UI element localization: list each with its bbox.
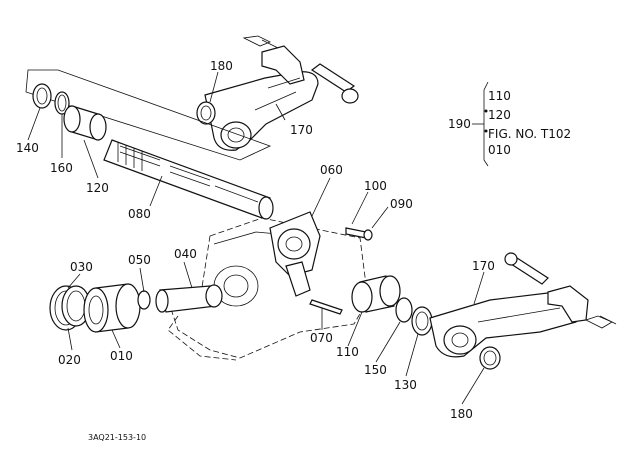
- part-label-070: 070: [310, 331, 333, 345]
- fig-ref-item-1: 110: [488, 89, 511, 103]
- seal-130: [411, 306, 433, 336]
- snap-ring-top: [196, 101, 216, 125]
- o-ring-050: [137, 290, 151, 310]
- part-label-110: 110: [336, 345, 359, 359]
- bushing-110: [351, 275, 401, 313]
- part-label-120: 120: [86, 181, 109, 195]
- part-label-140: 140: [16, 141, 39, 155]
- part-labels: 180 170 140 160 120 080 060 100 090 030 …: [16, 59, 495, 421]
- lift-arm-right-pin: [504, 252, 549, 285]
- shaft-040: [155, 284, 223, 313]
- fig-ref-item-4: 010: [488, 143, 511, 157]
- part-label-160: 160: [50, 161, 73, 175]
- fig-ref-pointer: 190: [448, 117, 471, 131]
- part-label-080: 080: [128, 207, 151, 221]
- fig-ref-item-3: FIG. NO. T102: [488, 127, 571, 141]
- fig-ref-item-2: 120: [488, 108, 511, 122]
- seal-140: [32, 83, 52, 109]
- part-label-150: 150: [364, 363, 387, 377]
- lift-arm-top: [204, 45, 319, 151]
- part-label-040: 040: [174, 247, 197, 261]
- part-label-050: 050: [128, 253, 151, 267]
- footer-code: 3AQ21-153-10: [88, 433, 146, 442]
- part-label-170-top: 170: [290, 123, 313, 137]
- shaft-panel-outline: [25, 69, 272, 161]
- part-label-060: 060: [320, 163, 343, 177]
- cylinder-010: [83, 283, 141, 333]
- lift-arm-top-pin: [310, 63, 359, 104]
- part-label-180-top: 180: [210, 59, 233, 73]
- cotter-pin-top: [242, 35, 279, 49]
- part-label-130: 130: [394, 378, 417, 392]
- part-label-100: 100: [364, 179, 387, 193]
- cotter-pin-right: [584, 315, 617, 329]
- leader-lines: [27, 71, 485, 405]
- part-label-180-bottom: 180: [450, 407, 473, 421]
- part-label-030: 030: [70, 260, 93, 274]
- part-label-020: 020: [58, 353, 81, 367]
- lift-arm-right: [429, 285, 589, 358]
- bushing-120: [63, 105, 107, 141]
- o-ring-150: [395, 297, 413, 323]
- fig-reference-block: 110 120 FIG. NO. T102 010 190: [448, 81, 571, 167]
- bolt-090: [345, 227, 373, 241]
- rings-030-020: [49, 285, 91, 331]
- part-label-090: 090: [390, 197, 413, 211]
- part-label-170-right: 170: [472, 259, 495, 273]
- part-label-010: 010: [110, 349, 133, 363]
- lever-060: [269, 211, 321, 297]
- snap-ring-right: [479, 346, 501, 370]
- pin-070: [309, 299, 343, 315]
